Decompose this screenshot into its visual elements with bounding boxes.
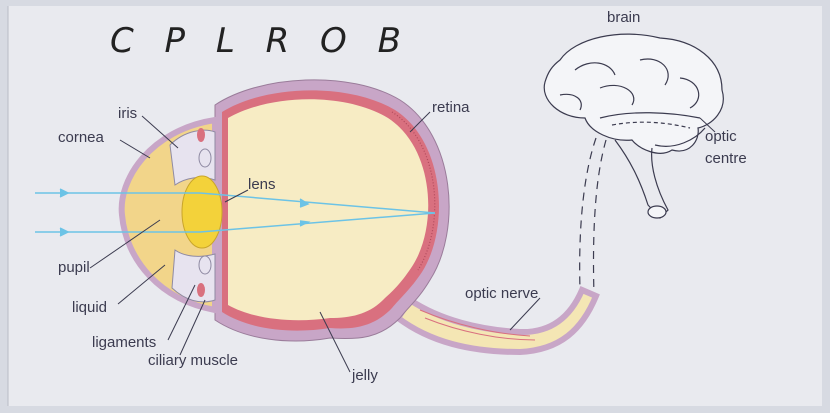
label-ligaments: ligaments [92, 334, 156, 351]
label-iris: iris [118, 105, 137, 122]
lens [182, 176, 222, 248]
label-cornea: cornea [58, 129, 105, 146]
label-lens: lens [248, 176, 276, 193]
label-ciliary-muscle: ciliary muscle [148, 352, 238, 369]
label-liquid: liquid [72, 299, 107, 316]
label-optic-centre-2: centre [705, 150, 747, 167]
label-pupil: pupil [58, 259, 90, 276]
label-optic-nerve: optic nerve [465, 285, 538, 302]
label-brain: brain [607, 9, 640, 26]
label-optic-centre-1: optic [705, 128, 737, 145]
handwritten-title: C P L R O B [110, 21, 411, 61]
label-retina: retina [432, 99, 470, 116]
label-jelly: jelly [351, 367, 378, 384]
